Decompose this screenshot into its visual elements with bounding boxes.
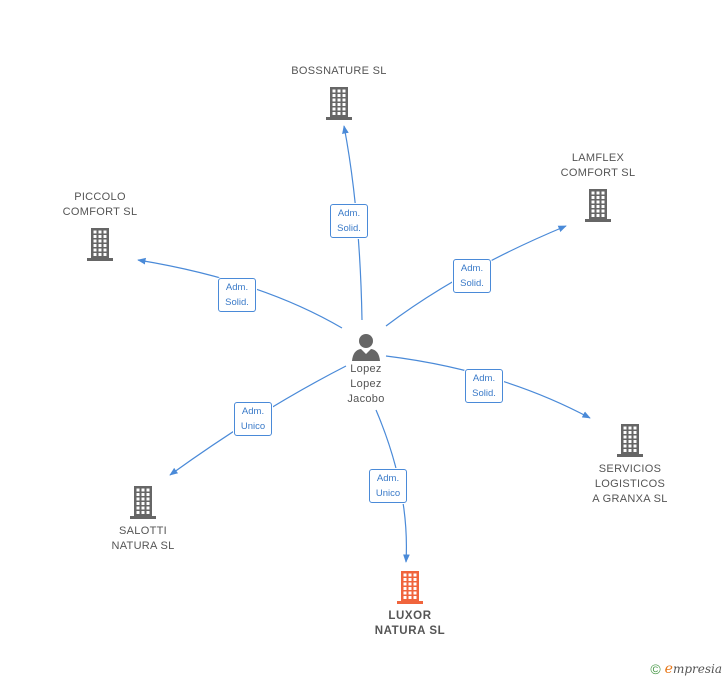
edge-label-luxor[interactable]: Adm.Unico	[369, 469, 407, 503]
company-name: LUXOR NATURA SL	[374, 610, 446, 637]
building-icon	[585, 189, 611, 222]
company-node-luxor[interactable]: LUXOR NATURA SL	[355, 569, 465, 639]
building-icon	[130, 486, 156, 519]
copyright-icon: ©	[650, 661, 661, 677]
person-name: Lopez Lopez Jacobo	[347, 363, 385, 405]
company-name: PICCOLO COMFORT SL	[62, 191, 138, 218]
edge-label-bossnature[interactable]: Adm.Solid.	[330, 204, 368, 238]
company-node-lamflex[interactable]: LAMFLEX COMFORT SL	[548, 151, 648, 223]
building-icon	[397, 571, 423, 604]
edge-label-servicios[interactable]: Adm.Solid.	[465, 369, 503, 403]
edge-label-salotti[interactable]: Adm.Unico	[234, 402, 272, 436]
company-node-servicios[interactable]: SERVICIOS LOGISTICOS A GRANXA SL	[570, 422, 690, 507]
edge-label-lamflex[interactable]: Adm.Solid.	[453, 259, 491, 293]
company-node-piccolo[interactable]: PICCOLO COMFORT SL	[50, 190, 150, 262]
company-node-bossnature[interactable]: BOSSNATURE SL	[279, 64, 399, 121]
edge-label-piccolo[interactable]: Adm.Solid.	[218, 278, 256, 312]
person-node[interactable]: Lopez Lopez Jacobo	[326, 332, 406, 407]
company-name: LAMFLEX COMFORT SL	[560, 152, 636, 179]
building-icon	[326, 87, 352, 120]
building-icon	[87, 228, 113, 261]
person-icon	[352, 334, 380, 361]
footer-copyright: © empresia	[650, 661, 722, 677]
building-icon	[617, 424, 643, 457]
company-name: SERVICIOS LOGISTICOS A GRANXA SL	[592, 463, 668, 505]
brand-logo[interactable]: empresia	[664, 661, 722, 677]
company-name: SALOTTI NATURA SL	[111, 525, 175, 552]
company-node-salotti[interactable]: SALOTTI NATURA SL	[88, 484, 198, 554]
company-name: BOSSNATURE SL	[291, 65, 387, 77]
